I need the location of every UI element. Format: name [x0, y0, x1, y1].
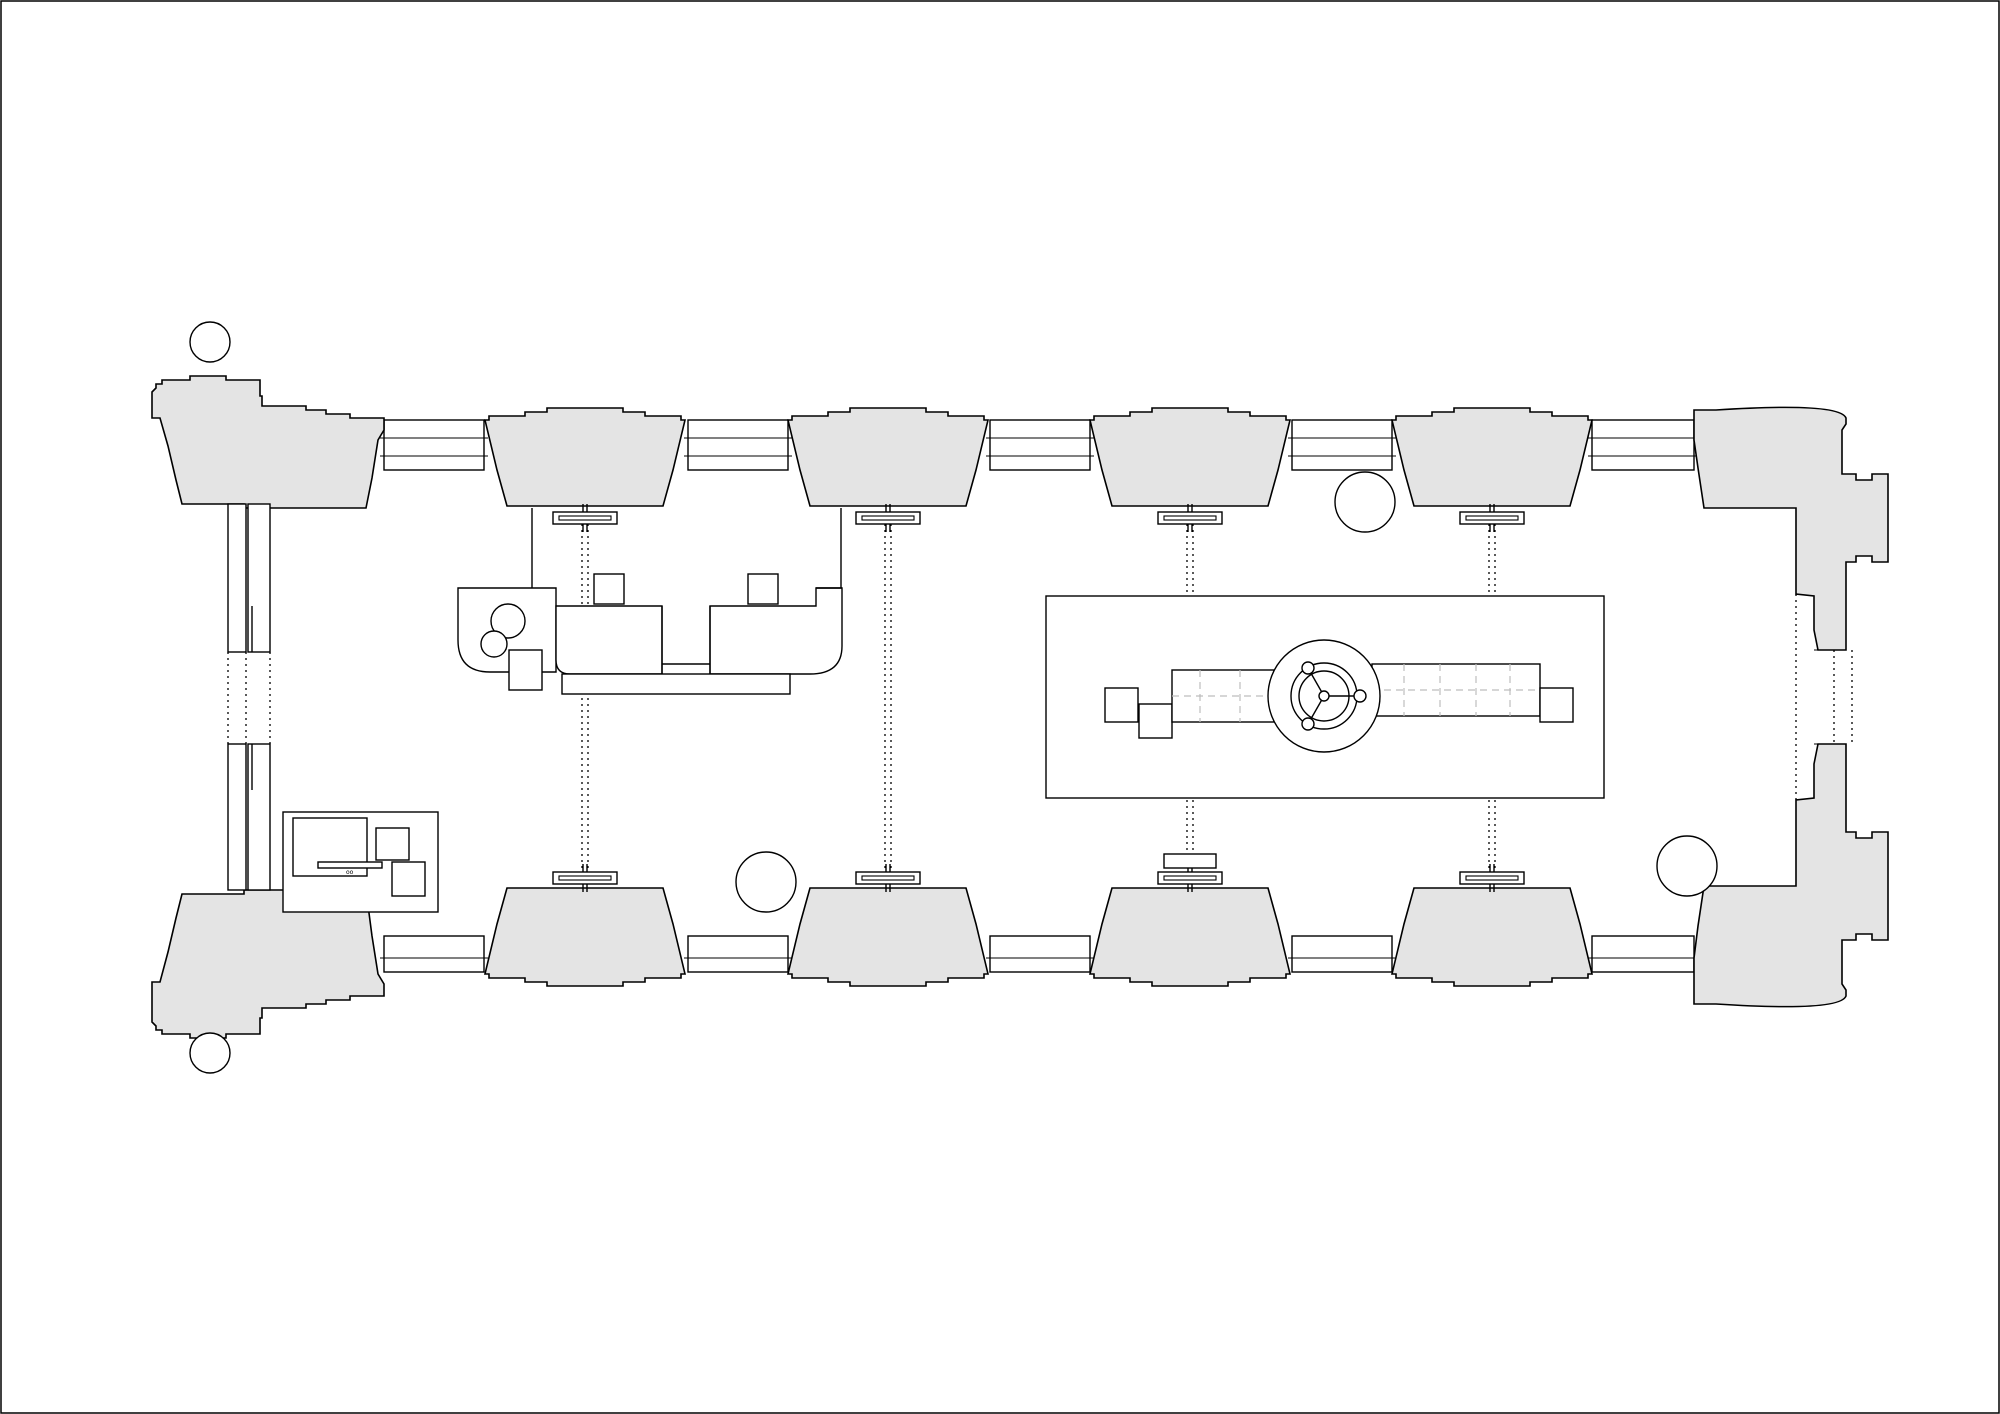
anchor-plate-top	[1459, 511, 1525, 525]
window-band-bottom-1	[383, 935, 485, 973]
left-top-corner-pier	[151, 375, 385, 509]
counter-base	[561, 673, 791, 695]
window-band-bottom-3	[989, 935, 1091, 973]
reception-counter	[457, 508, 843, 695]
pier-bottom-2	[786, 887, 990, 987]
round-stool-large	[490, 603, 526, 639]
pier-top-3	[1088, 407, 1292, 507]
pier-bottom-3	[1088, 887, 1292, 987]
left-end-wall	[151, 375, 385, 1039]
anchor-plate-top	[855, 511, 921, 525]
pier-bottom-4	[1390, 887, 1594, 987]
box-left	[1138, 703, 1173, 739]
box-right	[1539, 687, 1574, 723]
freestanding-columns	[189, 321, 1718, 1074]
pier-top-1	[483, 407, 687, 507]
anchor-plate-bottom	[1157, 871, 1223, 885]
turntable-hub	[1318, 690, 1330, 702]
pier-top-2	[786, 407, 990, 507]
turntable-pin-2	[1301, 717, 1315, 731]
cube-seat-left	[508, 649, 543, 691]
anchor-plate-bottom	[855, 871, 921, 885]
column-outside-top-left	[189, 321, 231, 363]
column-interior-top-center	[1334, 471, 1396, 533]
tie-rod-1	[552, 504, 618, 892]
window-bands	[380, 419, 1698, 973]
tie-rod-2	[855, 504, 921, 892]
workstation: oo	[282, 811, 439, 913]
right-top-corner-pier	[1693, 406, 1889, 651]
cube-seat-top-right	[747, 573, 779, 605]
exhibition-platform	[1045, 595, 1605, 799]
window-band-top-2	[687, 419, 789, 471]
window-band-top-5	[1591, 419, 1695, 471]
turntable-pin-3	[1353, 689, 1367, 703]
column-interior-bottom-left	[735, 851, 797, 913]
window-band-top-1	[383, 419, 485, 471]
right-bottom-corner-pier	[1693, 743, 1889, 1008]
anchor-cap	[1163, 853, 1217, 869]
window-band-top-4	[1291, 419, 1393, 471]
anchor-plate-bottom	[552, 871, 618, 885]
anchor-plate-top	[1157, 511, 1223, 525]
pier-bottom-1	[483, 887, 687, 987]
side-block-bottom	[391, 861, 426, 897]
side-block-top	[375, 827, 410, 861]
mouse-icon: oo	[346, 869, 354, 876]
cube-seat-top-left	[593, 573, 625, 605]
left-bottom-corner-pier	[151, 889, 385, 1039]
right-end-wall	[1693, 406, 1889, 1008]
facade-piers	[483, 407, 1594, 987]
left-wall-upper-jamb	[247, 503, 271, 653]
left-wall-lower-jamb	[247, 743, 271, 891]
column-interior-bottom-right	[1656, 835, 1718, 897]
window-band-bottom-4	[1291, 935, 1393, 973]
pier-top-4	[1390, 407, 1594, 507]
anchor-plate-top	[552, 511, 618, 525]
round-stool-small	[480, 630, 508, 658]
anchor-plate-bottom	[1459, 871, 1525, 885]
window-band-bottom-5	[1591, 935, 1695, 973]
window-band-top-3	[989, 419, 1091, 471]
keyboard-tray	[317, 861, 383, 869]
left-wall-lower	[227, 743, 247, 891]
left-wall-upper	[227, 503, 247, 653]
column-outside-bottom-left	[189, 1032, 231, 1074]
turntable-pin-1	[1301, 661, 1315, 675]
box-far-left	[1104, 687, 1139, 723]
window-band-bottom-2	[687, 935, 789, 973]
counter-desk-left	[555, 605, 663, 675]
